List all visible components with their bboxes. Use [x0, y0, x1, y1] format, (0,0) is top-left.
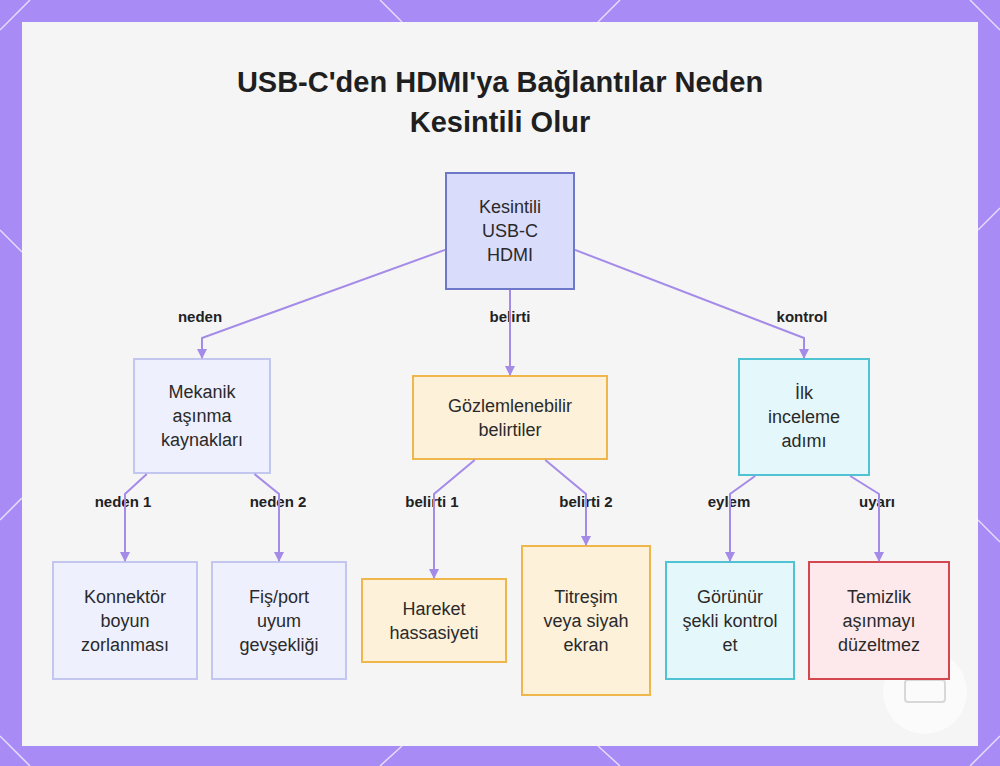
edge-label: neden 2 — [250, 493, 307, 510]
node-text: Hareket hassasiyeti — [377, 597, 491, 645]
edge-label: belirti 1 — [405, 493, 458, 510]
connector — [850, 476, 879, 561]
edge-label: eylem — [708, 493, 751, 510]
node-text: Mekanik aşınma kaynakları — [149, 380, 255, 452]
cause-box: Konnektör boyun zorlanması — [52, 561, 198, 680]
connector — [575, 250, 804, 358]
connector — [730, 476, 755, 561]
edge-label: kontrol — [777, 308, 828, 325]
action-box: Görünür şekli kontrol et — [665, 561, 795, 680]
node-text: Konnektör boyun zorlanması — [68, 585, 182, 657]
symptom-box: Hareket hassasiyeti — [361, 578, 507, 663]
node-text: Fiş/port uyum gevşekliği — [227, 585, 331, 657]
root-box: Kesintili USB-C HDMI — [445, 172, 575, 290]
watermark-icon — [905, 680, 945, 702]
edge-label: belirti — [490, 308, 531, 325]
diagram-title: USB-C'den HDMI'ya Bağlantılar Neden Kesi… — [200, 62, 800, 142]
category-box: İlk inceleme adımı — [738, 358, 870, 476]
node-text: Gözlemlenebilir belirtiler — [428, 394, 592, 442]
edge-label: uyarı — [859, 493, 895, 510]
edge-label: neden 1 — [95, 493, 152, 510]
connector — [254, 474, 279, 561]
node-text: Kesintili USB-C HDMI — [461, 195, 559, 267]
node-text: İlk inceleme adımı — [758, 381, 850, 453]
connector — [545, 460, 586, 545]
warning-box: Temizlik aşınmayı düzeltmez — [808, 561, 950, 680]
node-text: Görünür şekli kontrol et — [681, 585, 779, 657]
edge-label: belirti 2 — [559, 493, 612, 510]
node-text: Temizlik aşınmayı düzeltmez — [824, 585, 934, 657]
connector — [125, 474, 147, 561]
cause-box: Fiş/port uyum gevşekliği — [211, 561, 347, 680]
connector — [509, 290, 511, 375]
connector — [434, 460, 475, 578]
symptom-box: Titreşim veya siyah ekran — [521, 545, 651, 696]
category-box: Mekanik aşınma kaynakları — [133, 358, 271, 474]
edge-label: neden — [178, 308, 222, 325]
node-text: Titreşim veya siyah ekran — [537, 585, 635, 657]
connector — [202, 250, 445, 358]
category-box: Gözlemlenebilir belirtiler — [412, 375, 608, 460]
